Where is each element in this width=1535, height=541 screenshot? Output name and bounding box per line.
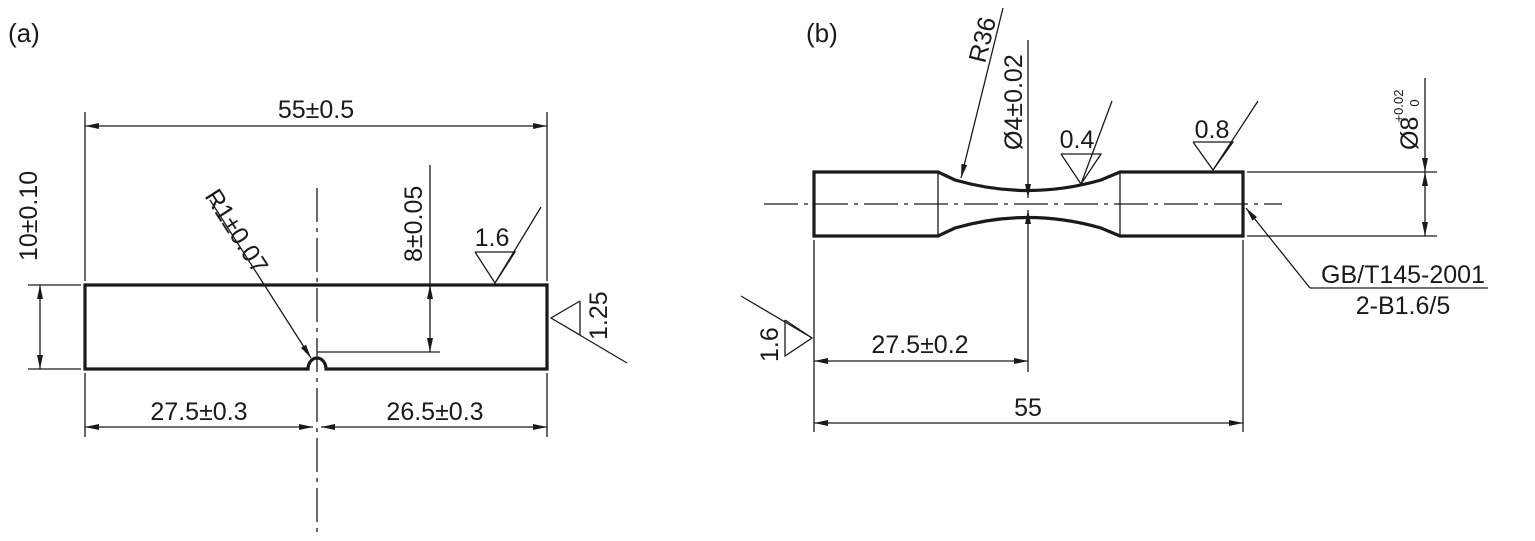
- roughness-symbol-shoulder: 0.8: [1192, 100, 1259, 172]
- roughness-symbol-waist: 0.4: [1060, 100, 1113, 186]
- note-standard-text: GB/T145-2001: [1321, 261, 1485, 289]
- panel-a: (a) 55±0.5 10±0.10 8±0.05: [8, 18, 628, 533]
- dim-half-text: 27.5±0.2: [871, 331, 968, 359]
- panel-b-label: (b): [806, 18, 838, 48]
- panel-b: (b) R36 Ø4±0.02 0.4 0.8: [740, 7, 1488, 432]
- dim-bottom: 27.5±0.3 26.5±0.3: [84, 373, 548, 437]
- dim-grip-tol-lower: 0: [1407, 99, 1422, 106]
- dim-depth-text: 8±0.05: [400, 186, 428, 262]
- panel-a-label: (a): [8, 18, 40, 48]
- note-spec-text: 2-B1.6/5: [1356, 292, 1451, 320]
- dim-grip-diameter-text: Ø8: [1396, 117, 1424, 150]
- dim-bottom-b: 27.5±0.2 55: [813, 240, 1244, 432]
- center-hole-note: GB/T145-2001 2-B1.6/5: [1245, 207, 1488, 320]
- dim-height: 10±0.10: [15, 171, 81, 370]
- specimen-outline: [812, 170, 1245, 238]
- dim-ligament: 8±0.05: [317, 165, 440, 353]
- dim-radius-text: R1±0.07: [199, 184, 273, 279]
- roughness-top-text: 1.6: [475, 224, 510, 252]
- dim-overall-length: 55±0.5: [84, 96, 548, 281]
- roughness-symbol-left: 1.6: [740, 295, 814, 362]
- plate-outline: [83, 283, 549, 371]
- dim-right-text: 26.5±0.3: [386, 398, 483, 426]
- dim-grip-tol-upper: +0.02: [1391, 90, 1406, 123]
- dim-length-text: 55±0.5: [278, 96, 354, 124]
- dim-height-text: 10±0.10: [15, 171, 43, 261]
- dim-waist-diameter: Ø4±0.02: [1000, 40, 1031, 372]
- roughness-symbol-top: 1.6: [474, 206, 542, 285]
- dim-total-text: 55: [1014, 394, 1042, 422]
- dim-fillet-radius: R36: [960, 7, 1004, 179]
- roughness-left-text: 1.6: [756, 327, 784, 362]
- dim-left-text: 27.5±0.3: [150, 398, 247, 426]
- roughness-waist-text: 0.4: [1060, 126, 1095, 154]
- dim-notch-radius: R1±0.07: [199, 184, 312, 359]
- dim-fillet-text: R36: [964, 14, 1002, 65]
- roughness-shoulder-text: 0.8: [1195, 116, 1230, 144]
- roughness-symbol-end: 1.25: [549, 291, 628, 364]
- roughness-end-text: 1.25: [585, 291, 613, 340]
- dim-grip-diameter: Ø8 +0.02 0: [1247, 78, 1437, 237]
- dim-waist-text: Ø4±0.02: [1000, 54, 1028, 150]
